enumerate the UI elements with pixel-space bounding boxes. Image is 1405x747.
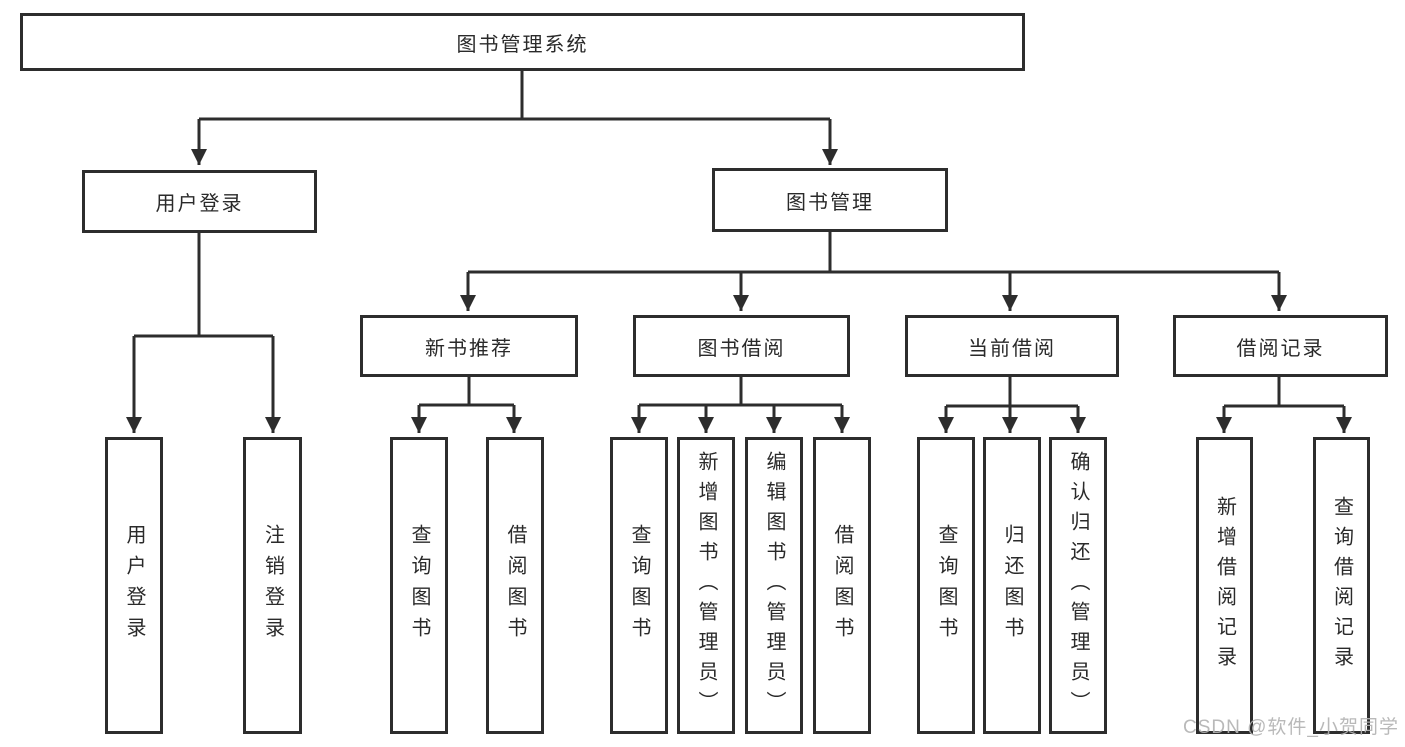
node-user-login: 用户登录 xyxy=(82,170,317,233)
leaf-return-books: 归还图书 xyxy=(983,437,1041,734)
node-borrowing-records-label: 借阅记录 xyxy=(1236,337,1325,360)
leaf-query-borrow-record: 查询借阅记录 xyxy=(1313,437,1370,734)
leaf-borrow-books-recommend: 借阅图书 xyxy=(486,437,544,734)
node-borrowing-records: 借阅记录 xyxy=(1173,315,1388,377)
leaf-edit-books-admin: 编辑图书（管理员） xyxy=(745,437,803,734)
leaf-user-login-label: 用户登录 xyxy=(123,523,145,648)
leaf-query-books-recommend: 查询图书 xyxy=(390,437,448,734)
leaf-query-books-borrowing-label: 查询图书 xyxy=(628,523,650,648)
node-current-borrowing-label: 当前借阅 xyxy=(968,337,1056,360)
leaf-add-borrow-record: 新增借阅记录 xyxy=(1196,437,1253,734)
leaf-add-borrow-record-label: 新增借阅记录 xyxy=(1213,495,1236,676)
leaf-borrow-books-borrowing: 借阅图书 xyxy=(813,437,871,734)
node-root-system: 图书管理系统 xyxy=(20,13,1025,71)
leaf-borrow-books-recommend-label: 借阅图书 xyxy=(504,523,526,648)
leaf-edit-books-admin-label: 编辑图书（管理员） xyxy=(763,450,785,721)
leaf-return-books-label: 归还图书 xyxy=(1001,523,1023,648)
leaf-confirm-return-admin-label: 确认归还（管理员） xyxy=(1067,450,1089,721)
node-book-borrowing: 图书借阅 xyxy=(633,315,850,377)
node-book-management: 图书管理 xyxy=(712,168,948,232)
leaf-query-borrow-record-label: 查询借阅记录 xyxy=(1330,495,1353,676)
leaf-logout-label: 注销登录 xyxy=(261,523,284,648)
node-new-book-recommend: 新书推荐 xyxy=(360,315,578,377)
node-book-borrowing-label: 图书借阅 xyxy=(697,337,786,360)
node-current-borrowing: 当前借阅 xyxy=(905,315,1119,377)
leaf-query-books-current: 查询图书 xyxy=(917,437,975,734)
leaf-logout: 注销登录 xyxy=(243,437,302,734)
leaf-query-books-borrowing: 查询图书 xyxy=(610,437,668,734)
node-book-management-label: 图书管理 xyxy=(786,191,874,214)
leaf-borrow-books-borrowing-label: 借阅图书 xyxy=(831,523,853,648)
leaf-query-books-current-label: 查询图书 xyxy=(935,523,957,648)
leaf-query-books-recommend-label: 查询图书 xyxy=(408,523,430,648)
node-root-system-label: 图书管理系统 xyxy=(456,33,589,56)
leaf-confirm-return-admin: 确认归还（管理员） xyxy=(1049,437,1107,734)
leaf-add-books-admin: 新增图书（管理员） xyxy=(677,437,735,734)
leaf-user-login: 用户登录 xyxy=(105,437,163,734)
node-user-login-label: 用户登录 xyxy=(155,193,244,215)
csdn-watermark: CSDN @软件_小贺同学 xyxy=(1183,717,1399,738)
node-new-book-recommend-label: 新书推荐 xyxy=(425,337,513,360)
leaf-add-books-admin-label: 新增图书（管理员） xyxy=(695,450,717,721)
